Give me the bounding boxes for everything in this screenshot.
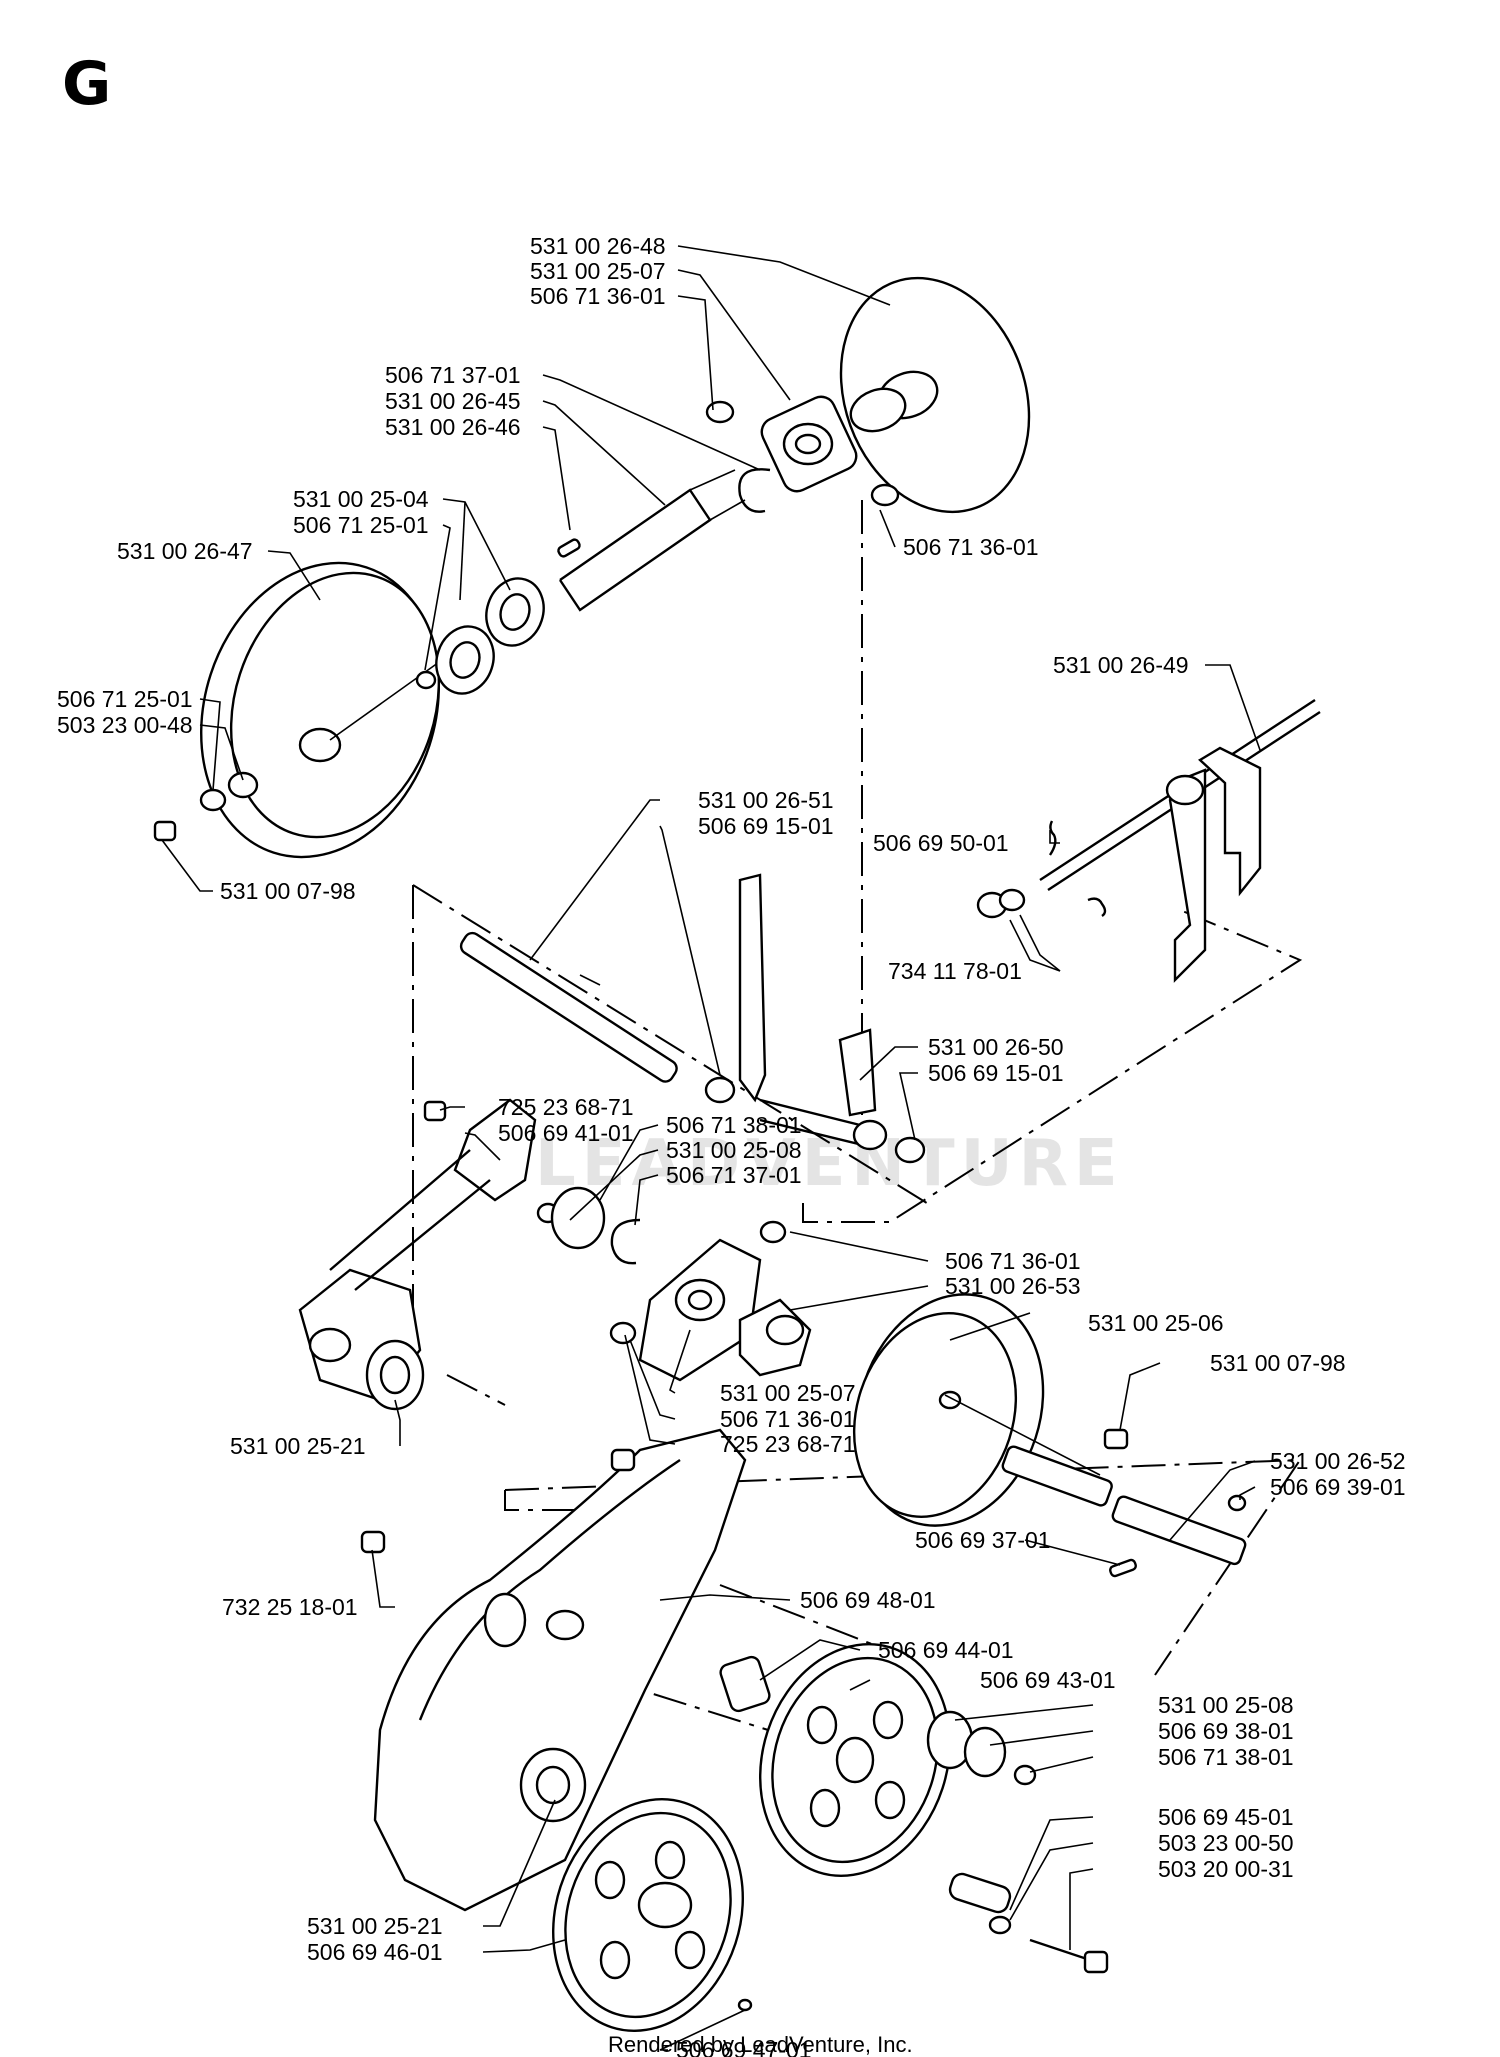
callout-label: 506 69 39-01 [1270, 1474, 1406, 1500]
callout-label: 725 23 68-71 [720, 1431, 856, 1457]
callout-label: 506 71 25-01 [57, 686, 193, 712]
callout-label: 531 00 26-45 [385, 388, 521, 414]
callout-label: 531 00 26-53 [945, 1273, 1081, 1299]
gearbox-housing [360, 1428, 747, 1912]
callout-label: 725 23 68-71 [498, 1094, 634, 1120]
callout-label: 506 71 37-01 [385, 362, 521, 388]
callout-label: 531 00 25-07 [530, 258, 666, 284]
callout-label: 531 00 25-06 [1088, 1310, 1224, 1336]
callout-labels: 531 00 26-48 531 00 25-07 506 71 36-01 5… [57, 233, 1406, 2057]
callout-label: 506 71 36-01 [945, 1248, 1081, 1274]
callout-label: 531 00 25-07 [720, 1380, 856, 1406]
callout-label: 531 00 07-98 [220, 878, 356, 904]
callout-label: 531 00 26-52 [1270, 1448, 1406, 1474]
callout-label: 503 23 00-48 [57, 712, 193, 738]
bearing-housing-assembly [609, 1220, 812, 1382]
callout-label: 531 00 26-47 [117, 538, 253, 564]
callout-label: 503 20 00-31 [1158, 1856, 1294, 1882]
leader-lines [161, 245, 1261, 2051]
callout-label: 531 00 25-21 [230, 1433, 366, 1459]
left-bracket-assembly [298, 1098, 641, 1411]
callout-label: 506 69 38-01 [1158, 1718, 1294, 1744]
gear-set [552, 1643, 1109, 2032]
driven-pulley-assembly [852, 1293, 1247, 1578]
callout-label: 506 71 25-01 [293, 512, 429, 538]
callout-label: 506 69 47-01 [676, 2037, 812, 2057]
alignment-lines [412, 500, 1303, 1741]
drive-pulley [153, 561, 545, 859]
callout-label: 506 69 15-01 [698, 813, 834, 839]
callout-label: 506 71 36-01 [903, 534, 1039, 560]
callout-label: 506 71 38-01 [666, 1112, 802, 1138]
callout-label: 531 00 26-50 [928, 1034, 1064, 1060]
callout-label: 531 00 25-21 [307, 1913, 443, 1939]
shift-fork-assembly [976, 698, 1321, 983]
callout-label: 531 00 26-48 [530, 233, 666, 259]
callout-label: 506 69 50-01 [873, 830, 1009, 856]
callout-label: 503 23 00-50 [1158, 1830, 1294, 1856]
callout-label: 506 69 45-01 [1158, 1804, 1294, 1830]
section-letter: G [62, 49, 111, 119]
callout-label: 531 00 26-51 [698, 787, 834, 813]
callout-label: 531 00 07-98 [1210, 1350, 1346, 1376]
callout-label: 506 71 37-01 [666, 1162, 802, 1188]
callout-label: 506 71 38-01 [1158, 1744, 1294, 1770]
callout-label: 506 69 15-01 [928, 1060, 1064, 1086]
drive-disc-assembly [557, 276, 1031, 612]
callout-label: 531 00 26-49 [1053, 652, 1189, 678]
callout-label: 506 71 36-01 [720, 1406, 856, 1432]
callout-label: 506 71 36-01 [530, 283, 666, 309]
callout-label: 506 69 41-01 [498, 1120, 634, 1146]
callout-label: 732 25 18-01 [222, 1594, 358, 1620]
callout-label: 531 00 25-04 [293, 486, 429, 512]
callout-label: 734 11 78-01 [888, 958, 1022, 984]
callout-label: 506 69 46-01 [307, 1939, 443, 1965]
footer-credit: Rendered by LeadVenture, Inc. [608, 2032, 913, 2057]
callout-label: 506 69 44-01 [878, 1637, 1014, 1663]
center-shaft-assembly [459, 873, 926, 1164]
callout-label: 506 69 37-01 [915, 1527, 1051, 1553]
callout-label: 531 00 25-08 [1158, 1692, 1294, 1718]
callout-label: 506 69 43-01 [980, 1667, 1116, 1693]
callout-label: 506 69 48-01 [800, 1587, 936, 1613]
callout-label: 531 00 25-08 [666, 1137, 802, 1163]
callout-label: 531 00 26-46 [385, 414, 521, 440]
